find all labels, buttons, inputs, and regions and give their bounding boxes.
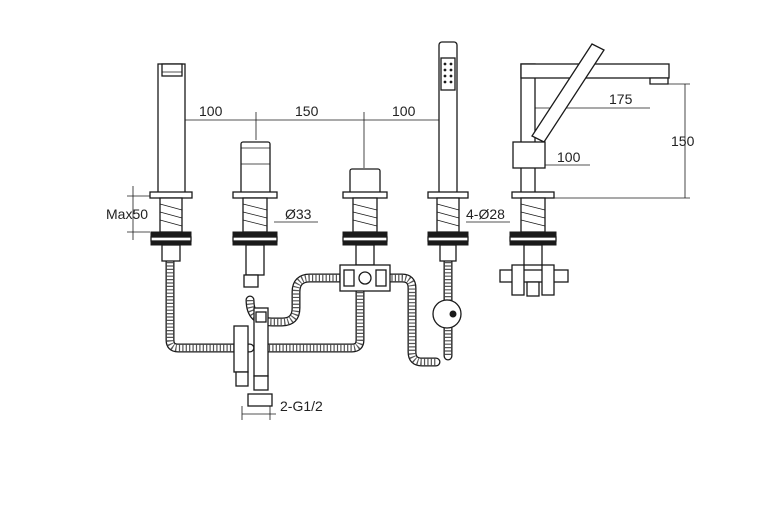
label-holes: 4-Ø28 [466, 206, 505, 222]
hose-2 [246, 274, 340, 326]
label-spacing-right: 100 [392, 103, 416, 119]
braided-hoses [165, 257, 453, 367]
fitting-diverter [232, 141, 278, 288]
label-connection: 2-G1/2 [280, 398, 323, 414]
dimension-lines [127, 83, 690, 420]
hose-1 [166, 258, 254, 352]
fitting-mixer [339, 168, 391, 292]
dimension-labels: 100 150 100 175 150 100 Max50 Ø33 4-Ø28 … [106, 91, 695, 414]
label-spout-height: 150 [671, 133, 695, 149]
label-spout-offset: 100 [557, 149, 581, 165]
fitting-hand-shower [427, 41, 469, 329]
label-max-deck: Max50 [106, 206, 148, 222]
label-hole-diameter: Ø33 [285, 206, 312, 222]
label-spacing-middle: 150 [295, 103, 319, 119]
hose-weight [432, 299, 462, 329]
label-spacing-left: 100 [199, 103, 223, 119]
hose-4 [388, 274, 436, 366]
fitting-spout [499, 43, 670, 297]
hose-3 [266, 292, 364, 352]
label-spout-reach: 175 [609, 91, 633, 107]
inlet-connections [233, 307, 273, 407]
fitting-tall-handle [149, 63, 193, 262]
